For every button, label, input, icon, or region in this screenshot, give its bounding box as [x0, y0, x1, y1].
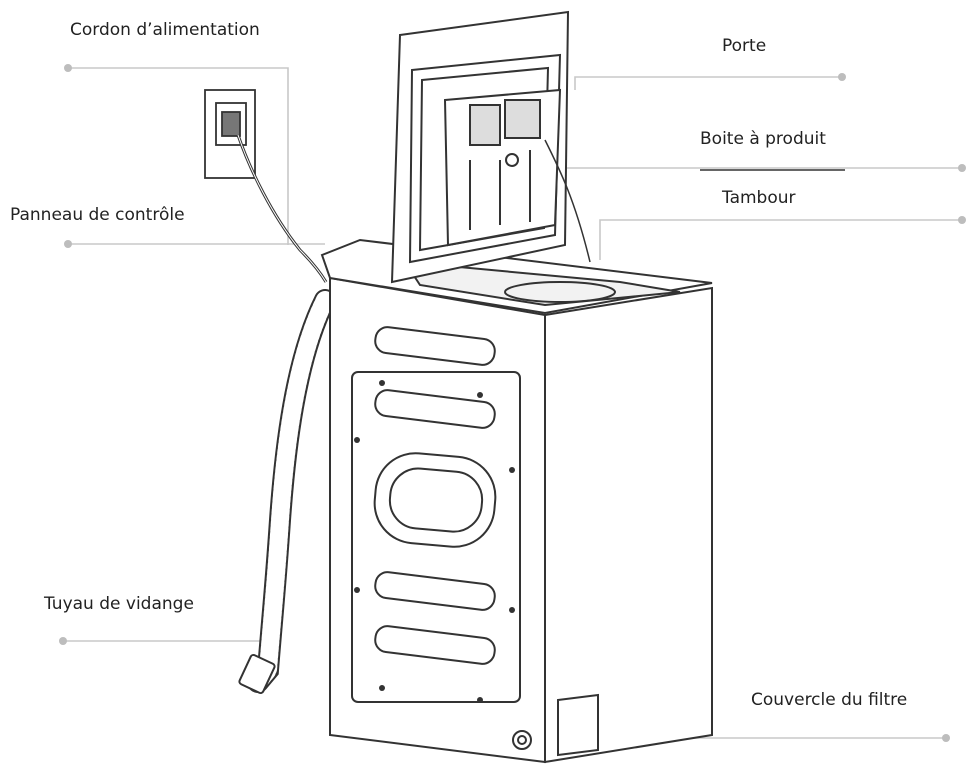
dot-tuyau	[59, 637, 67, 645]
dot-porte	[838, 73, 846, 81]
label-boite: Boite à produit	[700, 129, 826, 149]
dot-couvercle	[942, 734, 950, 742]
label-tuyau: Tuyau de vidange	[44, 594, 194, 614]
label-couvercle: Couvercle du filtre	[751, 690, 907, 710]
leader-porte	[575, 77, 840, 90]
door-lid	[392, 12, 568, 282]
label-panneau: Panneau de contrôle	[10, 205, 185, 225]
power-outlet-icon	[205, 90, 255, 178]
label-tambour: Tambour	[722, 188, 796, 208]
leader-tambour	[600, 220, 960, 260]
dot-panneau	[64, 240, 72, 248]
dot-boite	[958, 164, 966, 172]
dot-tambour	[958, 216, 966, 224]
dot-cordon	[64, 64, 72, 72]
label-porte: Porte	[722, 36, 766, 56]
label-cordon: Cordon d’alimentation	[70, 20, 260, 40]
drain-hose-icon	[238, 300, 325, 694]
front-panel-details	[352, 326, 520, 702]
